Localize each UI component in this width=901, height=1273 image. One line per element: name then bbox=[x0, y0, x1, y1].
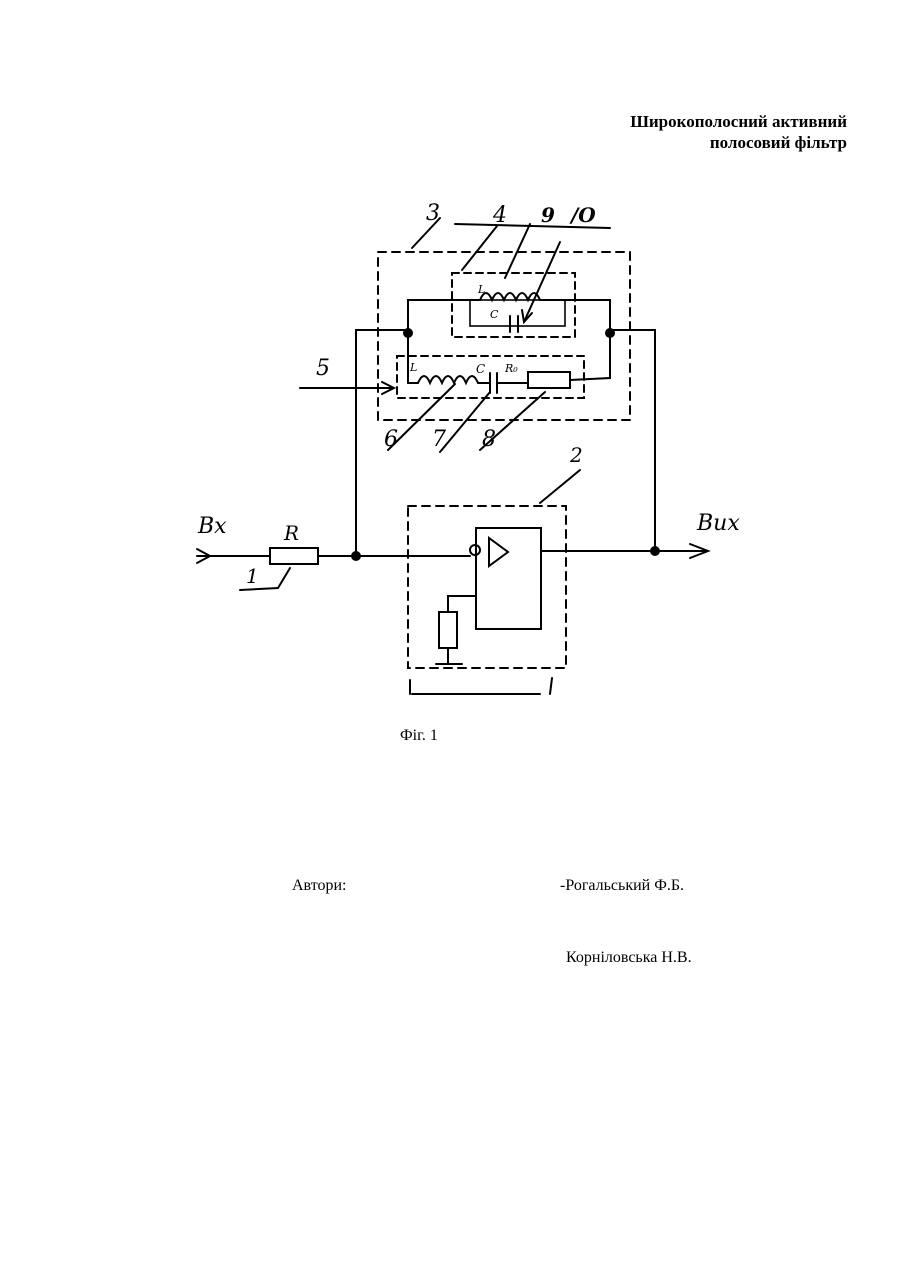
label-ref-5: 5 bbox=[316, 356, 330, 381]
label-ref-9: 9 bbox=[541, 203, 555, 227]
label-ref-3: 3 bbox=[426, 201, 440, 226]
wire-upper-left bbox=[408, 300, 470, 333]
label-ref-8: 8 bbox=[482, 427, 496, 452]
figure-caption: Фіг. 1 bbox=[400, 727, 438, 745]
wire-left-feedback bbox=[356, 330, 408, 556]
upper-capacitor bbox=[510, 316, 518, 332]
label-output: Вих bbox=[696, 511, 740, 536]
lower-capacitor bbox=[482, 373, 528, 393]
author-name-1: -Рогальський Ф.Б. bbox=[560, 877, 684, 895]
amp-triangle bbox=[489, 538, 508, 566]
leader-2 bbox=[540, 470, 580, 503]
label-ref-2: 2 bbox=[569, 443, 583, 467]
wire-right-feedback bbox=[610, 330, 655, 551]
label-lower-l: L bbox=[409, 361, 417, 374]
leader-4 bbox=[462, 226, 497, 270]
wire-upper-right bbox=[565, 300, 610, 333]
author-name-2: Корніловська Н.В. bbox=[566, 949, 692, 967]
bias-resistor bbox=[439, 612, 457, 648]
circuit-diagram: Вх R 1 Вих 2 3 4 9 /О 5 6 7 8 L C L C R₀ bbox=[0, 0, 901, 720]
lower-resistor-r0 bbox=[528, 372, 570, 388]
wire-amp-bias bbox=[448, 596, 476, 612]
label-lower-r0: R₀ bbox=[504, 362, 518, 375]
op-amp bbox=[476, 528, 541, 629]
block-2-bracket bbox=[410, 678, 552, 694]
label-upper-l: L bbox=[477, 283, 485, 296]
label-ref-10: /О bbox=[569, 203, 596, 227]
label-lower-c: C bbox=[476, 362, 485, 376]
authors-label: Автори: bbox=[292, 877, 347, 895]
label-ref-7: 7 bbox=[432, 427, 446, 452]
label-input: Вх bbox=[197, 514, 227, 539]
upper-tuning-arrow bbox=[524, 242, 560, 322]
label-ref-1: 1 bbox=[246, 564, 259, 588]
label-resistor-r: R bbox=[283, 521, 299, 545]
wire-lower-end bbox=[570, 333, 610, 380]
label-ref-6: 6 bbox=[384, 427, 398, 452]
lower-inductor bbox=[418, 376, 482, 383]
label-upper-c: C bbox=[490, 308, 499, 321]
resistor-1 bbox=[270, 548, 318, 564]
block-2-boundary bbox=[408, 506, 566, 668]
label-ref-4: 4 bbox=[492, 203, 507, 228]
